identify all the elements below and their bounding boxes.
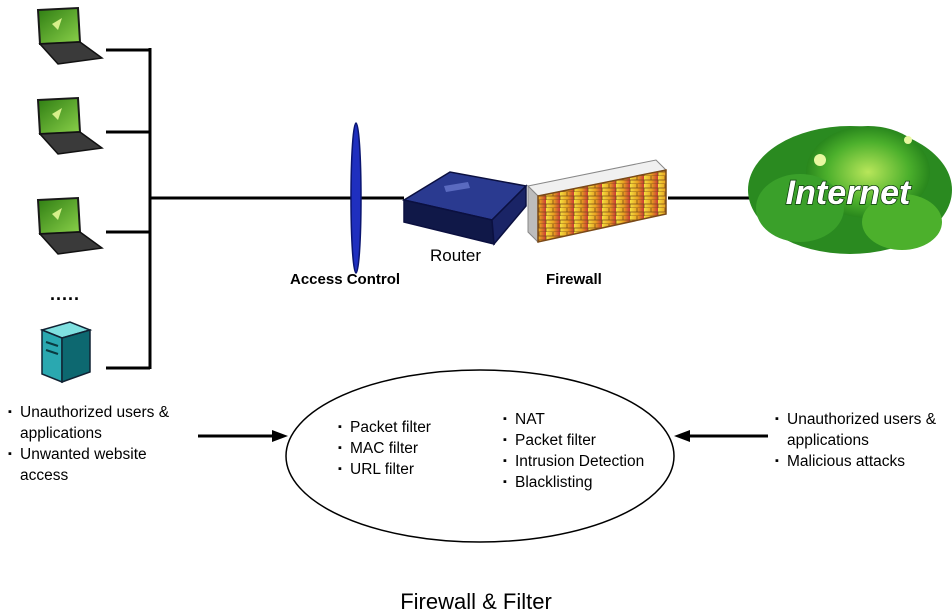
internet-label: Internet bbox=[786, 174, 912, 212]
lan-threat-arrow bbox=[198, 430, 288, 442]
access-control-feature-item: URL filter bbox=[338, 459, 431, 480]
wan-threat-arrow bbox=[674, 430, 768, 442]
access-control-label: Access Control bbox=[290, 271, 401, 288]
firewall-feature-item: NAT bbox=[503, 409, 644, 430]
diagram-title: Firewall & Filter bbox=[400, 589, 552, 614]
firewall-feature-item: Packet filter bbox=[503, 430, 644, 451]
wan-threats-list: Unauthorized users & applications Malici… bbox=[775, 409, 951, 472]
firewall-feature-item: Blacklisting bbox=[503, 472, 644, 493]
access-control-feature-item: MAC filter bbox=[338, 438, 431, 459]
access-control-icon bbox=[350, 122, 362, 274]
lan-threats-list: Unauthorized users & applications Unwant… bbox=[8, 402, 198, 486]
internet-cloud-icon: Internet bbox=[748, 126, 952, 254]
router-label: Router bbox=[430, 246, 482, 265]
server-icon bbox=[39, 321, 93, 384]
firewall-icon bbox=[526, 159, 668, 244]
wan-threat-item: Unauthorized users & applications bbox=[775, 409, 951, 451]
access-control-features-list: Packet filter MAC filter URL filter bbox=[338, 417, 431, 480]
firewall-label: Firewall bbox=[546, 271, 602, 288]
access-control-feature-item: Packet filter bbox=[338, 417, 431, 438]
ellipsis-label: ..... bbox=[50, 284, 81, 304]
lan-threat-item: Unwanted website access bbox=[8, 444, 180, 486]
laptop-icon bbox=[36, 96, 104, 155]
lan-threat-item: Unauthorized users & applications bbox=[8, 402, 198, 444]
firewall-features-list: NAT Packet filter Intrusion Detection Bl… bbox=[503, 409, 644, 493]
firewall-feature-item: Intrusion Detection bbox=[503, 451, 644, 472]
laptop-icon bbox=[36, 6, 104, 65]
wan-threat-item: Malicious attacks bbox=[775, 451, 951, 472]
laptop-icon bbox=[36, 196, 104, 255]
router-icon bbox=[402, 171, 528, 246]
